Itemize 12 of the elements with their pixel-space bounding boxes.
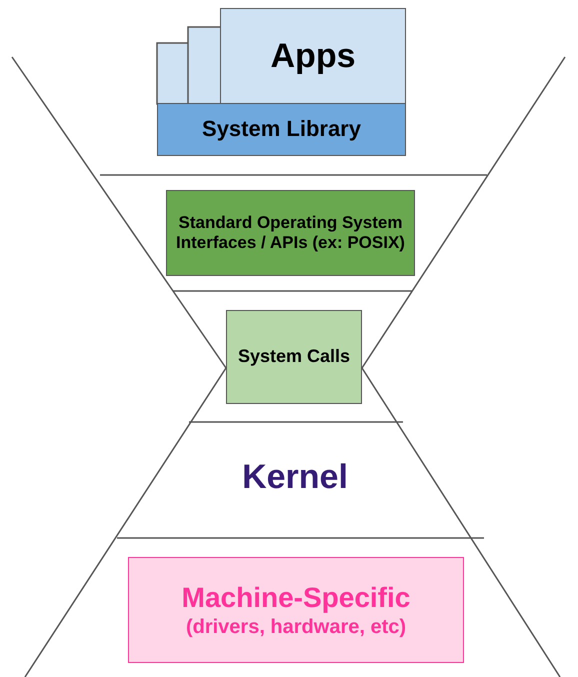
box-subtitle: (drivers, hardware, etc) [184,614,408,639]
library-box [157,103,406,156]
box-title: System Library [201,116,362,143]
box-title: System Calls [236,346,352,368]
box-title: Machine-Specific [180,581,412,615]
interface-box [166,190,415,276]
box-title: Apps [270,36,356,76]
system-calls-box [226,310,362,404]
box-title: Standard Operating System Interfaces / APIs (ex: POSIX) [175,212,406,254]
app-window-box [220,8,406,104]
hardware-box [128,557,464,663]
layer-label: Kernel [241,458,349,497]
